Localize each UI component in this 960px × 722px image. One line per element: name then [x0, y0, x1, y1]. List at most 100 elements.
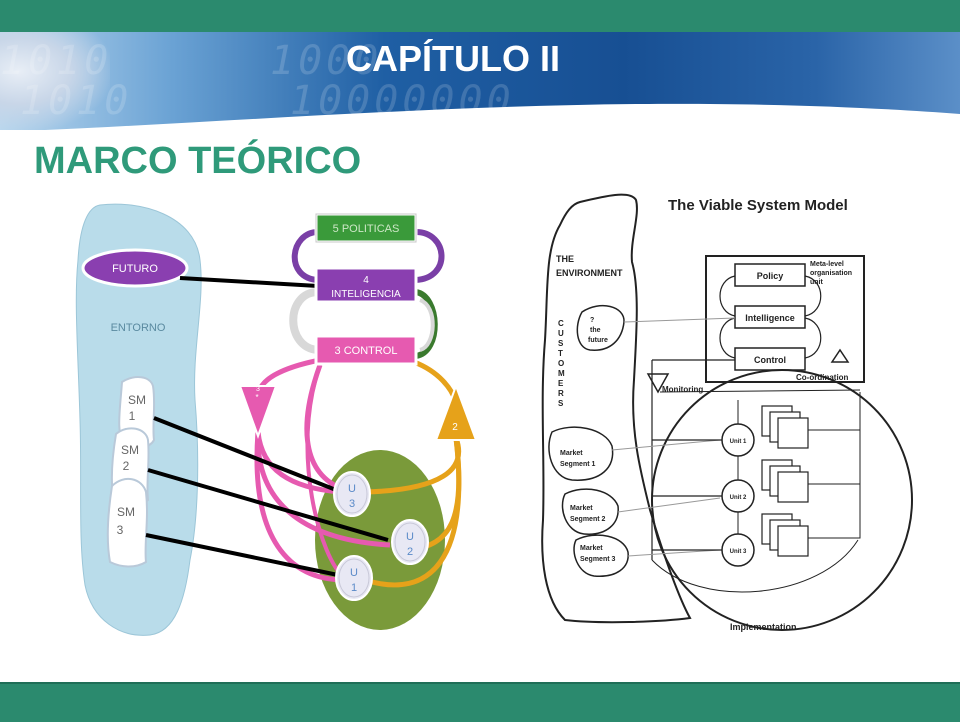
line-sm1-u3	[153, 416, 337, 492]
vsm-segment3-line1: Market	[580, 545, 603, 552]
system3star-number: 3	[256, 386, 260, 393]
vsm-bottom-loop	[651, 539, 859, 593]
vsm-unit-wires	[652, 439, 722, 551]
vsm-meta-line1: Meta-level	[810, 261, 844, 268]
loop-5-4-left	[291, 229, 319, 283]
sm2-number: 2	[123, 459, 130, 473]
bottom-bar	[0, 682, 960, 722]
vsm-loop-c	[719, 317, 736, 359]
system2-label: 2	[452, 422, 458, 433]
vsm-customers-r: R	[558, 389, 564, 398]
system4-box: 4 INTELIGENCIA	[314, 266, 418, 304]
loop-5-4-right	[415, 229, 445, 283]
system3star-triangle: 3 *	[238, 385, 278, 439]
vsm-unit1-label: Unit 1	[730, 439, 747, 445]
vsm-future-future: future	[588, 337, 608, 344]
vsm-loop-d	[804, 317, 822, 359]
vsm-segment2-line2: Segment 2	[570, 516, 606, 523]
sm2-label: SM	[121, 443, 139, 457]
vsm-monitoring-label: Monitoring	[662, 385, 703, 394]
loop-4-3-left	[289, 288, 319, 354]
vsm-environment-line2: ENVIRONMENT	[556, 268, 623, 278]
hand-image	[0, 32, 110, 130]
banner-digits-2: 1000	[270, 38, 383, 84]
system3-label: 3 CONTROL	[335, 345, 398, 357]
vsm-customers-column: C U S T O M E R S	[558, 319, 565, 408]
sm1-number: 1	[129, 409, 136, 423]
vsm-intelligence-label: Intelligence	[745, 313, 795, 323]
vsm-seg1-link	[611, 439, 721, 451]
vsm-customers-u: U	[558, 329, 564, 338]
vsm-policy-box	[734, 263, 806, 287]
banner-wave	[0, 103, 960, 142]
system5-box: 5 POLITICAS	[314, 212, 418, 244]
vsm-unit3: Unit 3	[721, 513, 809, 567]
vsm-title: The Viable System Model	[668, 197, 848, 214]
loop-4-3-inner	[419, 298, 435, 352]
vsm-future-blob	[576, 304, 625, 351]
vsm-implementation-label: Implementation	[730, 622, 797, 632]
unit1-node: U 1	[335, 555, 373, 601]
vsm-customers-e: E	[558, 379, 564, 388]
vsm-unit1: Unit 1	[721, 405, 809, 457]
system4-label: INTELIGENCIA	[331, 289, 401, 300]
line-3-u1	[305, 364, 347, 580]
vsm-customers-o: O	[558, 359, 564, 368]
vsm-customers-s: S	[558, 339, 564, 348]
vsm-top-link	[659, 389, 861, 393]
line-3star-u1	[254, 431, 346, 583]
vsm-future-link	[623, 317, 736, 323]
vsm-future-q: ?	[590, 317, 594, 324]
vsm-unit3-label: Unit 3	[730, 549, 747, 555]
sm1-label: SM	[128, 393, 146, 407]
vsm-segment1-blob	[548, 426, 614, 481]
system4-number: 4	[363, 275, 369, 286]
unit3-node: U 3	[333, 471, 371, 517]
vsm-future-the: the	[590, 327, 601, 334]
futuro-node	[81, 248, 189, 288]
vsm-customers-t: T	[558, 349, 563, 358]
banner-digits-1: 1010	[0, 38, 113, 84]
chapter-title: CAPÍTULO II	[346, 38, 560, 79]
vsm-control-label: Control	[754, 355, 786, 365]
vsm-meta-line2: organisation	[810, 270, 852, 277]
vsm-loop-b	[804, 275, 822, 317]
vsm-customers-m: M	[558, 369, 565, 378]
vsm-coordination-label: Co-ordination	[796, 373, 849, 382]
sm3-label: SM	[117, 505, 135, 519]
vsm-coordination-triangle	[830, 348, 850, 363]
vsm-environment-line1: THE	[556, 254, 574, 264]
unit1-number: 1	[351, 582, 357, 594]
futuro-label: FUTURO	[112, 263, 158, 275]
unit2-label: U	[406, 531, 414, 543]
vsm-seg2-link	[617, 497, 721, 513]
vsm-segment2-blob	[561, 488, 619, 535]
section-subtitle: MARCO TEÓRICO	[34, 140, 362, 182]
banner-digits-3: 1010	[20, 78, 133, 124]
vsm-segment3-blob	[573, 534, 629, 577]
system5-label: 5 POLITICAS	[333, 223, 400, 235]
unit3-label: U	[348, 483, 356, 495]
vsm-customers-c: C	[558, 319, 564, 328]
vsm-loop-a	[719, 275, 736, 317]
line-sm3-u1	[145, 533, 339, 577]
vsm-segment1-line1: Market	[560, 450, 583, 457]
sm3-number: 3	[117, 523, 124, 537]
vsm-segment1-line2: Segment 1	[560, 461, 596, 468]
system2-triangle: 2	[434, 383, 478, 441]
system3star-star: *	[255, 393, 258, 402]
line-sm2-u2	[147, 468, 389, 542]
vsm-intelligence-box	[734, 305, 806, 329]
system3-box: 3 CONTROL	[314, 334, 418, 366]
vsm-monitoring-triangle	[646, 373, 670, 394]
line-futuro-4	[179, 276, 319, 288]
vsm-unit2: Unit 2	[721, 459, 809, 513]
vsm-unit-right-wires	[808, 392, 861, 539]
vsm-seg3-link	[627, 549, 721, 557]
unit1-label: U	[350, 567, 358, 579]
unit2-node: U 2	[391, 519, 429, 565]
vsm-segment3-line2: Segment 3	[580, 556, 616, 563]
vsm-unit2-label: Unit 2	[730, 495, 747, 501]
